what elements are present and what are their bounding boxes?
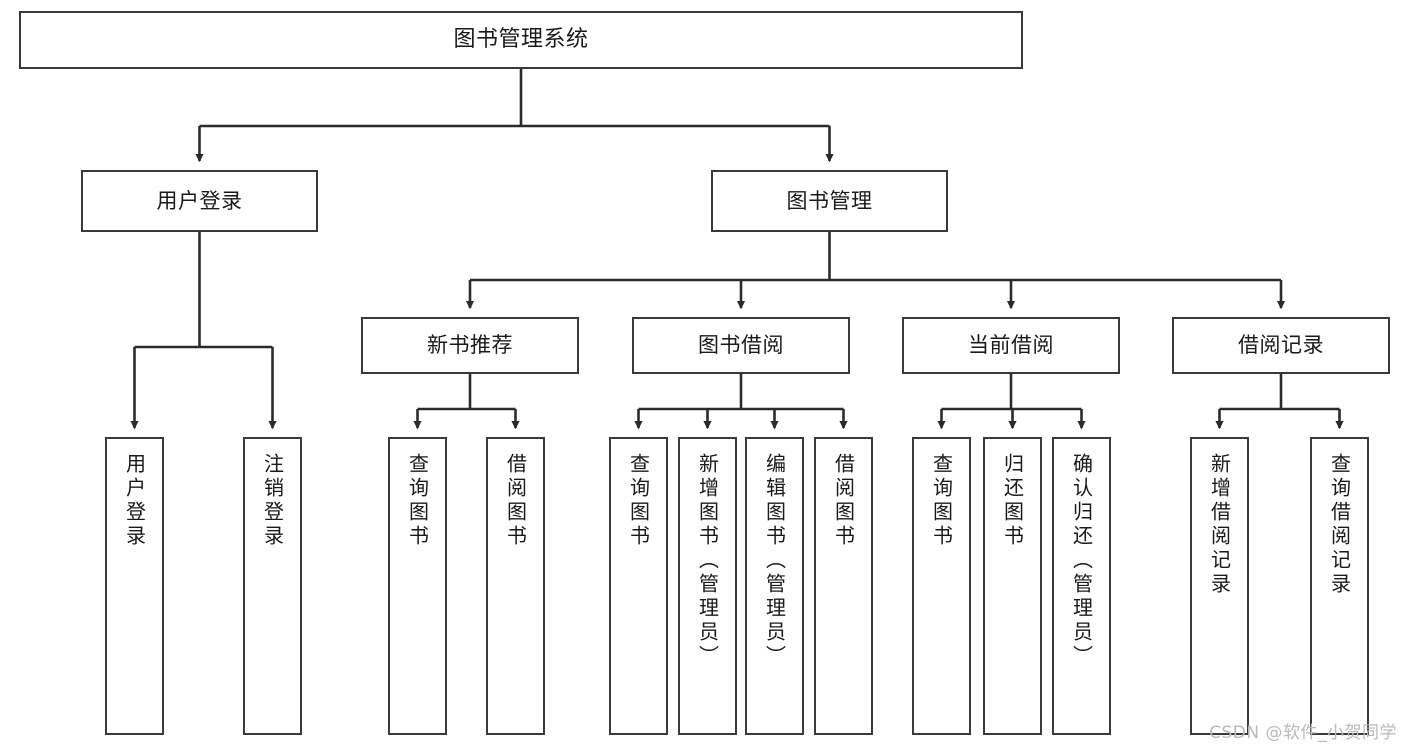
node-leaf-return-book[interactable]: 归还图书 <box>983 437 1042 735</box>
node-label: 查询图书 <box>405 453 430 549</box>
node-label: 图书管理 <box>786 188 873 213</box>
node-user-login[interactable]: 用户登录 <box>81 170 318 232</box>
node-label: 编辑图书（管理员） <box>762 453 787 669</box>
node-label: 查询图书 <box>929 453 954 549</box>
connector-edges <box>130 69 1344 430</box>
node-label: 查询图书 <box>626 453 651 549</box>
node-label: 借阅记录 <box>1238 333 1324 358</box>
node-leaf-edit-book-admin[interactable]: 编辑图书（管理员） <box>745 437 804 735</box>
node-leaf-confirm-return-admin[interactable]: 确认归还（管理员） <box>1052 437 1111 735</box>
node-label: 图书借阅 <box>698 333 784 358</box>
node-label: 当前借阅 <box>968 333 1054 358</box>
node-label: 图书管理系统 <box>453 27 589 53</box>
node-label: 新书推荐 <box>427 333 513 358</box>
node-label: 用户登录 <box>156 188 243 213</box>
node-new-book-recommend[interactable]: 新书推荐 <box>361 317 579 374</box>
node-label: 借阅图书 <box>503 453 528 549</box>
node-label: 新增借阅记录 <box>1207 453 1232 597</box>
node-root-book-management-system[interactable]: 图书管理系统 <box>19 11 1023 69</box>
node-borrowing-records[interactable]: 借阅记录 <box>1172 317 1390 374</box>
node-leaf-query-borrow-record[interactable]: 查询借阅记录 <box>1310 437 1369 735</box>
node-leaf-borrow-book-1[interactable]: 借阅图书 <box>486 437 545 735</box>
node-label: 注销登录 <box>260 453 285 549</box>
node-label: 用户登录 <box>122 453 147 549</box>
node-label: 借阅图书 <box>831 453 856 549</box>
node-leaf-query-book-3[interactable]: 查询图书 <box>912 437 971 735</box>
node-current-borrowing[interactable]: 当前借阅 <box>902 317 1120 374</box>
node-leaf-add-book-admin[interactable]: 新增图书（管理员） <box>678 437 737 735</box>
node-label: 归还图书 <box>1000 453 1025 549</box>
node-leaf-user-login[interactable]: 用户登录 <box>105 437 164 735</box>
node-label: 确认归还（管理员） <box>1069 453 1094 669</box>
node-book-management[interactable]: 图书管理 <box>711 170 948 232</box>
node-leaf-logout[interactable]: 注销登录 <box>243 437 302 735</box>
node-leaf-borrow-book-2[interactable]: 借阅图书 <box>814 437 873 735</box>
node-book-borrowing[interactable]: 图书借阅 <box>632 317 850 374</box>
node-leaf-query-book-2[interactable]: 查询图书 <box>609 437 668 735</box>
node-leaf-query-book-1[interactable]: 查询图书 <box>388 437 447 735</box>
csdn-watermark: CSDN @软件_小贺同学 <box>1209 723 1397 743</box>
node-label: 新增图书（管理员） <box>695 453 720 669</box>
node-leaf-add-borrow-record[interactable]: 新增借阅记录 <box>1190 437 1249 735</box>
node-label: 查询借阅记录 <box>1327 453 1352 597</box>
